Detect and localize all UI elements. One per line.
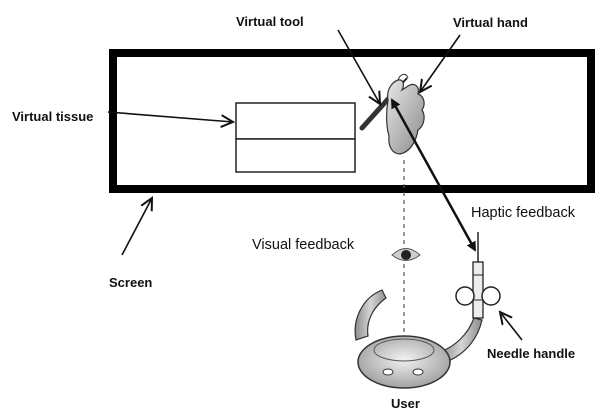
label-screen: Screen <box>109 275 152 290</box>
eye-icon <box>391 248 421 261</box>
user-figure <box>354 289 483 389</box>
arrow-virtual-tissue <box>107 111 233 122</box>
needle-handle-device <box>455 232 501 319</box>
label-user: User <box>391 396 420 411</box>
label-virtual-tissue: Virtual tissue <box>12 109 93 124</box>
arrow-virtual-hand <box>420 34 461 92</box>
virtual-hand <box>386 73 425 155</box>
label-needle-handle: Needle handle <box>487 346 575 361</box>
label-virtual-tool: Virtual tool <box>236 14 304 29</box>
arrow-needle-handle <box>500 312 523 341</box>
arrow-screen <box>121 198 152 256</box>
haptic-feedback-arrow <box>390 98 477 252</box>
label-virtual-hand: Virtual hand <box>453 15 528 30</box>
arrow-virtual-tool <box>337 29 380 104</box>
virtual-tissue-block <box>235 102 356 173</box>
label-visual-feedback: Visual feedback <box>252 237 355 253</box>
screen-frame <box>109 49 595 193</box>
label-haptic-feedback: Haptic feedback <box>471 205 576 221</box>
